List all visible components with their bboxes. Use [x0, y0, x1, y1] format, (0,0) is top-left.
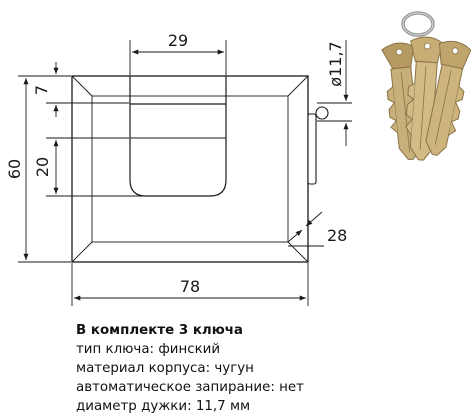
dimension-shackle-diameter: [317, 40, 352, 146]
key-ring-icon: [401, 11, 435, 37]
dimension-label-body-depth: 28: [327, 226, 347, 245]
side-pin: [307, 106, 329, 185]
dimension-label-shackle-diameter: ø11,7: [326, 41, 345, 86]
dimension-shackle-height: [46, 62, 129, 117]
dimension-label-body-width: 78: [180, 277, 200, 296]
keys-image: [381, 11, 472, 161]
dimension-overall-height: [18, 75, 71, 263]
spec-shackle-diameter: диаметр дужки: 11,7 мм: [76, 399, 251, 414]
spec-key-type: тип ключа: финский: [76, 342, 221, 357]
specs-heading: В комплекте 3 ключа: [76, 323, 243, 338]
dimension-inner-height: [46, 137, 146, 197]
dimension-width-top: [129, 40, 227, 75]
spec-body-material: материал корпуса: чугун: [76, 361, 254, 376]
shackle-channel: [129, 76, 227, 197]
dimension-label-overall-height: 60: [5, 159, 24, 179]
dimension-label-width-top: 29: [168, 31, 188, 50]
key-icon-right: [425, 40, 472, 156]
spec-auto-lock: автоматическое запирание: нет: [76, 380, 304, 395]
specs-block: В комплекте 3 ключа тип ключа: финский м…: [76, 321, 304, 416]
dimension-label-shackle-height: 7: [32, 85, 51, 95]
dimension-body-depth: [287, 211, 324, 247]
dimension-body-width: [71, 263, 309, 306]
dimension-label-inner-height: 20: [33, 157, 52, 177]
